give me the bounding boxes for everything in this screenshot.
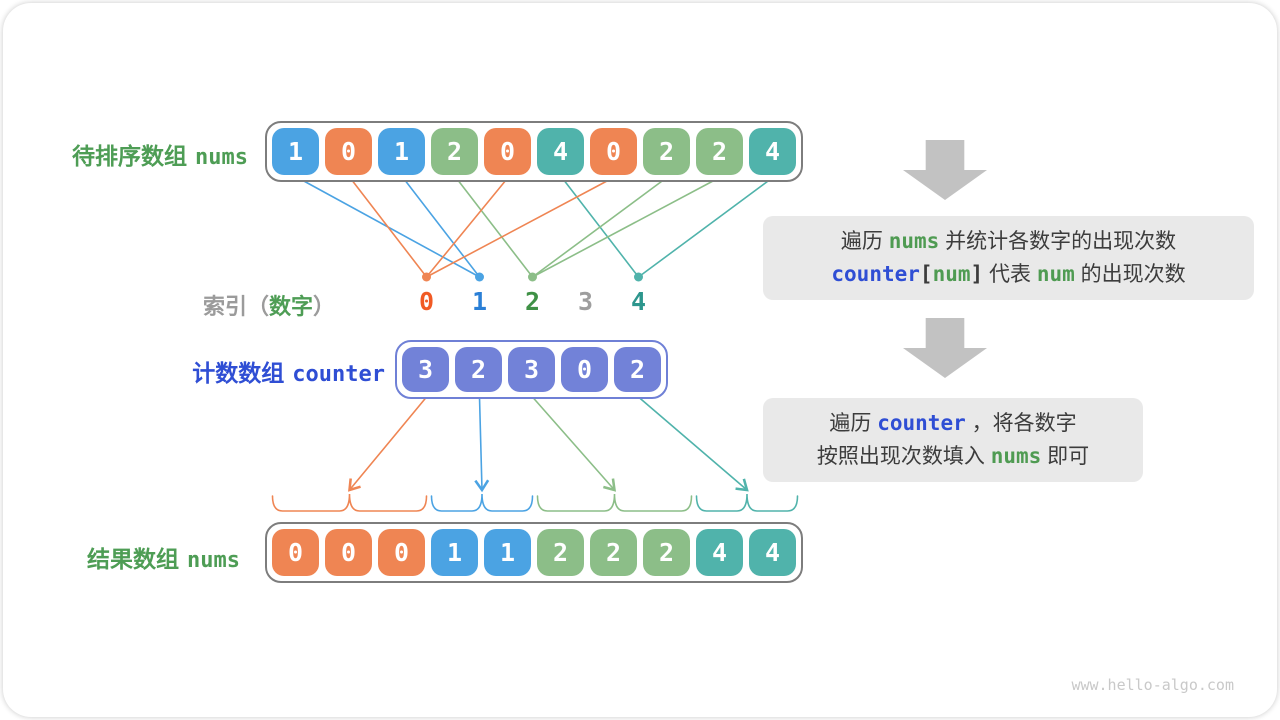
array-cell: 1	[272, 128, 319, 175]
index-digit: 3	[577, 287, 594, 316]
result-array-label: 结果数组 nums	[30, 540, 240, 574]
array-cell: 2	[590, 529, 637, 576]
array-cell: 0	[561, 347, 608, 392]
array-cell: 4	[749, 529, 796, 576]
nums-array-label-code: nums	[195, 145, 248, 170]
nums-array-label-zh: 待排序数组	[72, 143, 188, 169]
counter-array-label: 计数数组 counter	[130, 354, 385, 388]
array-cell: 0	[325, 529, 372, 576]
array-cell: 2	[431, 128, 478, 175]
array-cell: 2	[643, 128, 690, 175]
array-cell: 1	[484, 529, 531, 576]
step2-callout-line1: 遍历 counter ，将各数字	[769, 407, 1137, 440]
array-cell: 1	[378, 128, 425, 175]
callout-text-segment: 代表	[983, 263, 1037, 286]
array-cell: 0	[272, 529, 319, 576]
callout-text-segment: 遍历	[840, 230, 889, 253]
array-cell: 2	[455, 347, 502, 392]
index-label-suffix: ）	[312, 294, 335, 319]
index-digit: 1	[471, 287, 488, 316]
array-cell: 4	[749, 128, 796, 175]
index-label: 索引（数字）	[120, 289, 335, 321]
step1-callout: 遍历 nums 并统计各数字的出现次数 counter[num] 代表 num …	[763, 216, 1254, 300]
array-cell: 2	[537, 529, 584, 576]
index-label-highlight: 数字	[268, 294, 313, 319]
callout-text-segment: 即可	[1041, 445, 1090, 468]
callout-text-segment: counter	[877, 411, 966, 435]
array-cell: 2	[614, 347, 661, 392]
nums-array-label: 待排序数组 nums	[30, 137, 248, 171]
callout-text-segment: num	[932, 262, 971, 286]
index-digit: 4	[630, 287, 647, 316]
array-cell: 2	[643, 529, 690, 576]
index-digit: 2	[524, 287, 541, 316]
index-label-prefix: 索引（	[202, 294, 269, 319]
array-cell: 3	[402, 347, 449, 392]
watermark: www.hello-algo.com	[1071, 676, 1234, 694]
array-cell: 4	[537, 128, 584, 175]
step2-callout-line2: 按照出现次数填入 nums 即可	[769, 440, 1137, 473]
counter-array-label-zh: 计数数组	[192, 360, 285, 386]
callout-text-segment: 的出现次数	[1074, 263, 1186, 286]
callout-text-segment: nums	[888, 229, 940, 253]
array-cell: 1	[431, 529, 478, 576]
step1-callout-line1: 遍历 nums 并统计各数字的出现次数	[769, 225, 1248, 258]
callout-text-segment: [	[919, 262, 933, 286]
counter-array-label-code: counter	[292, 362, 385, 387]
callout-text-segment: 遍历	[829, 412, 878, 435]
callout-text-segment: ]	[970, 262, 984, 286]
callout-text-segment: nums	[990, 444, 1042, 468]
array-cell: 2	[696, 128, 743, 175]
result-array-label-zh: 结果数组	[87, 546, 180, 572]
array-cell: 3	[508, 347, 555, 392]
step1-callout-line2: counter[num] 代表 num 的出现次数	[769, 258, 1248, 291]
callout-text-segment: num	[1036, 262, 1075, 286]
array-cell: 0	[590, 128, 637, 175]
step2-callout: 遍历 counter ，将各数字 按照出现次数填入 nums 即可	[763, 398, 1143, 482]
array-cell: 0	[325, 128, 372, 175]
callout-text-segment: ，将各数字	[965, 412, 1077, 435]
callout-text-segment: 并统计各数字的出现次数	[939, 230, 1177, 253]
callout-text-segment: 按照出现次数填入	[816, 445, 991, 468]
array-cell: 4	[696, 529, 743, 576]
index-digit: 0	[418, 287, 435, 316]
result-array-label-code: nums	[187, 548, 240, 573]
array-cell: 0	[484, 128, 531, 175]
callout-text-segment: counter	[831, 262, 920, 286]
array-cell: 0	[378, 529, 425, 576]
